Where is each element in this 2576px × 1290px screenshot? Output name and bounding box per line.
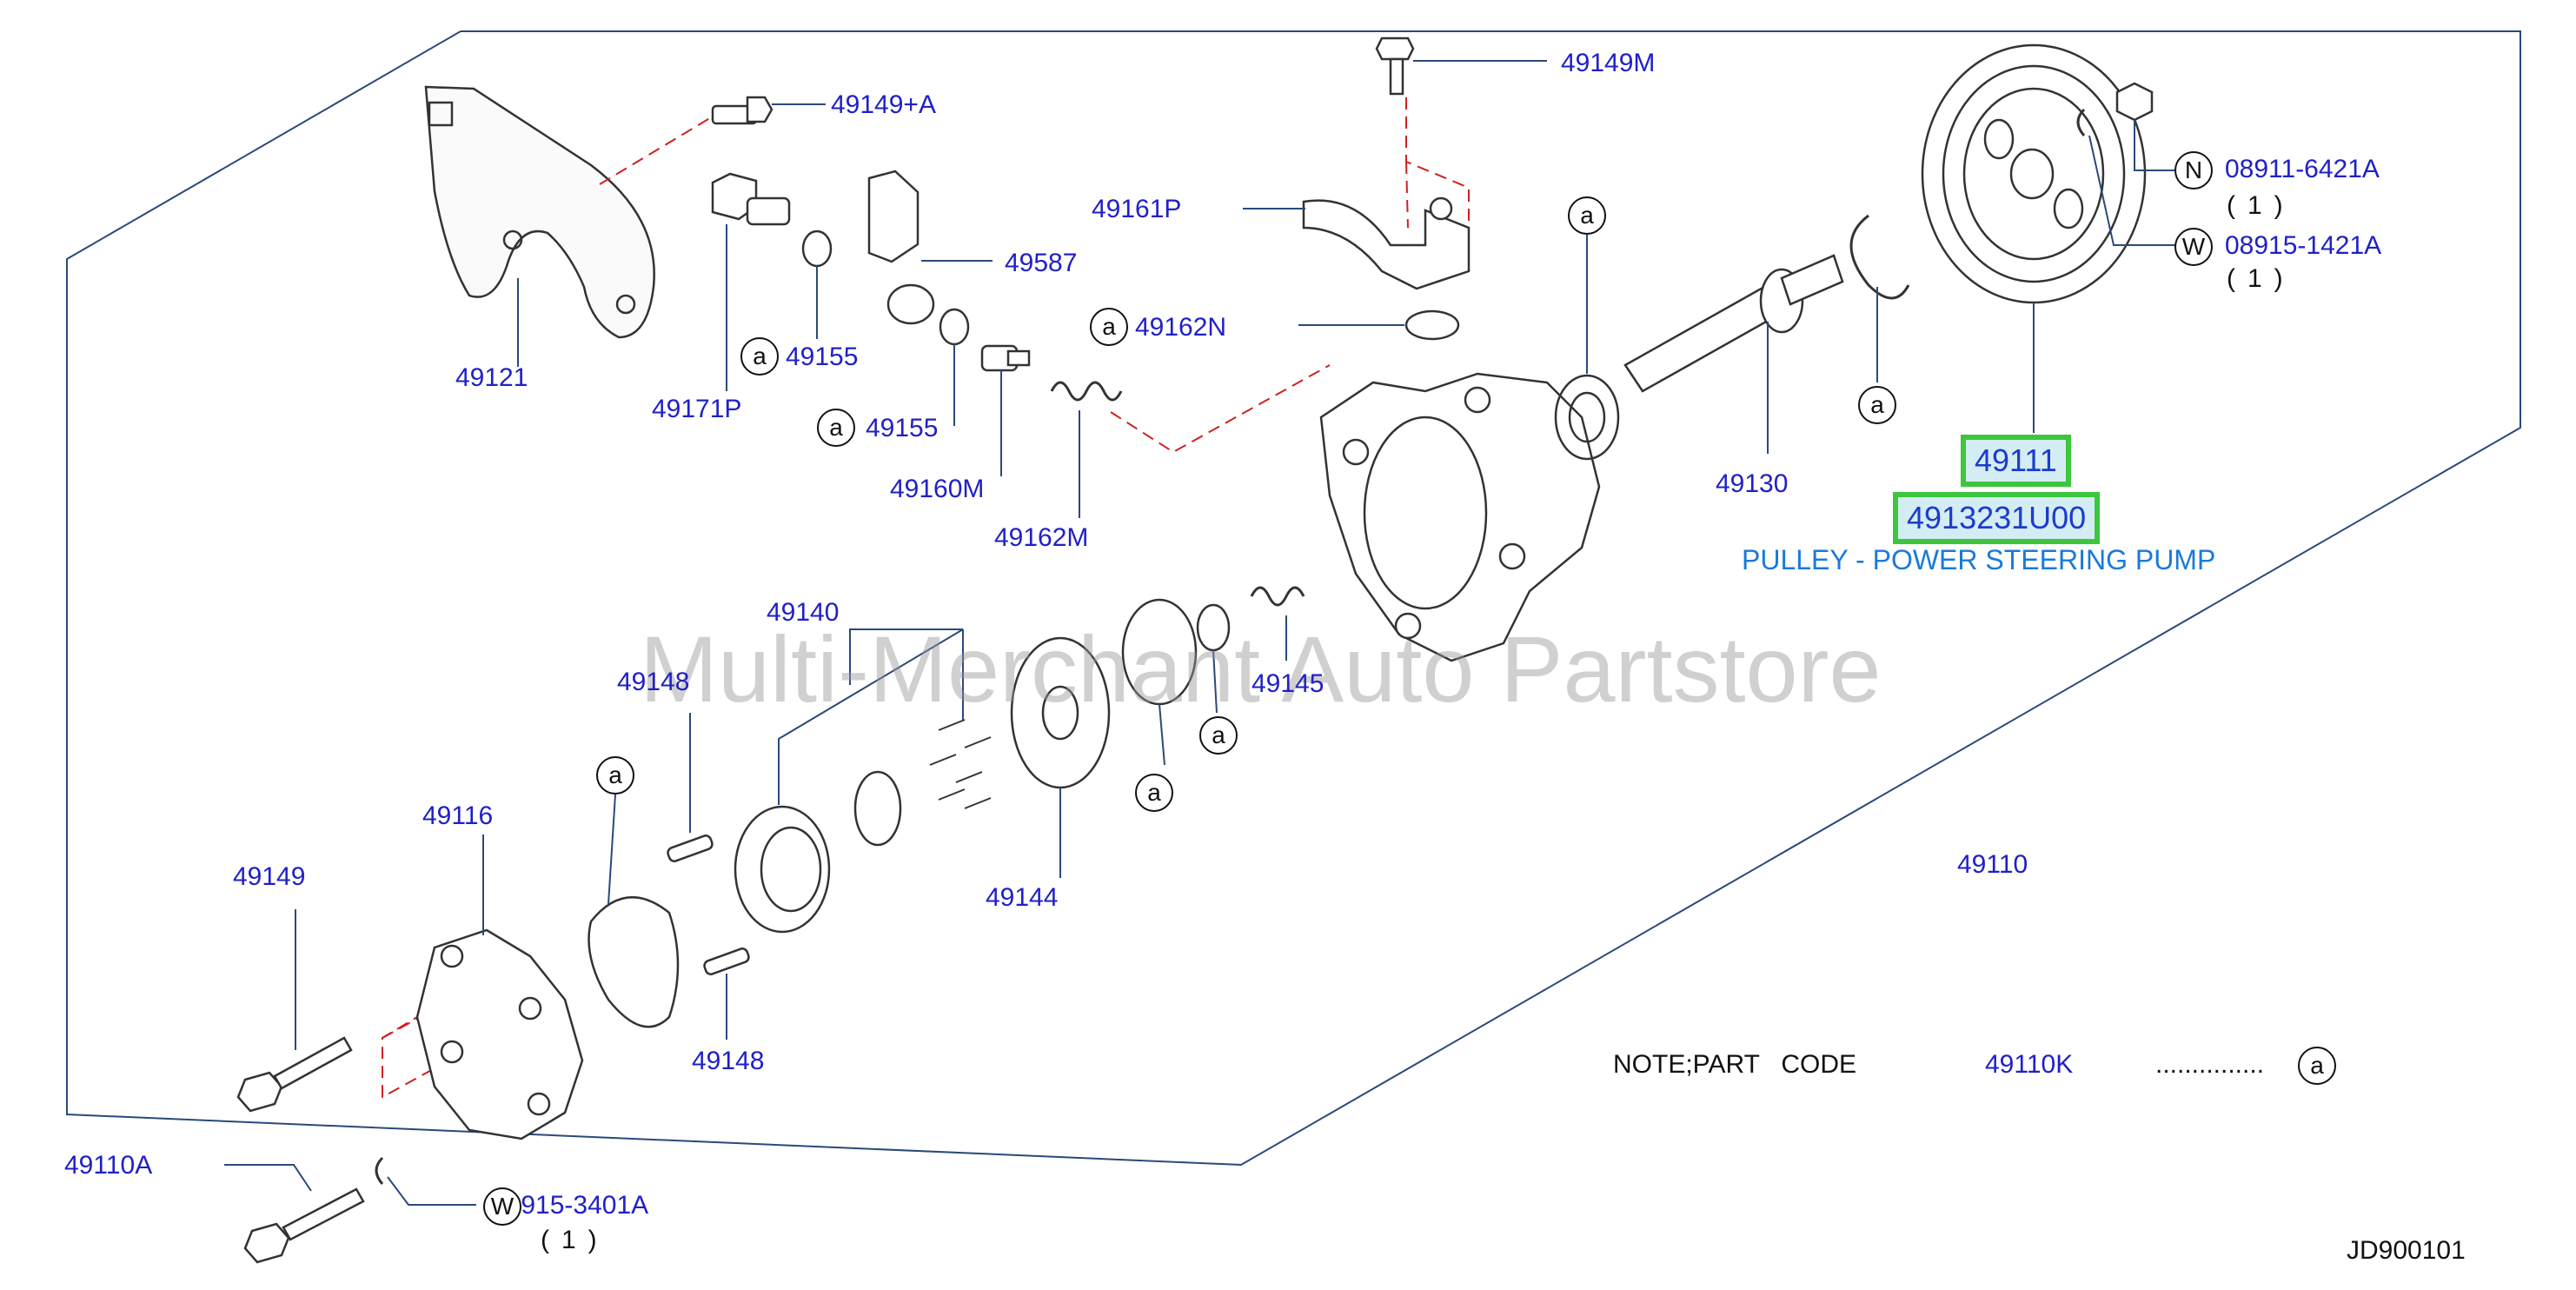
label-49155-top[interactable]: 49155 <box>786 342 859 371</box>
bracket-49121-drawing <box>424 85 655 339</box>
label-49121[interactable]: 49121 <box>455 363 528 392</box>
label-49145[interactable]: 49145 <box>1251 669 1325 698</box>
symbol-n-nut: N <box>2174 151 2213 190</box>
highlight-part-49111[interactable]: 49111 <box>1961 435 2071 487</box>
label-49162n[interactable]: 49162N <box>1135 313 1227 342</box>
label-49161p[interactable]: 49161P <box>1092 195 1182 223</box>
diagram-code: JD900101 <box>2347 1236 2466 1265</box>
union-bolt-drawing <box>711 172 791 226</box>
note-text: NOTE;PART CODE <box>1613 1050 1857 1079</box>
pulley-drawing <box>1921 43 2147 304</box>
rear-cover-drawing <box>415 928 584 1140</box>
label-49110[interactable]: 49110 <box>1957 850 2028 879</box>
label-49171p[interactable]: 49171P <box>652 395 742 423</box>
vanes-drawing <box>929 719 992 809</box>
rotor-drawing <box>853 770 902 847</box>
label-08911-6421a[interactable]: 08911-6421A <box>2225 155 2380 183</box>
symbol-w-washer-bottom: W <box>483 1187 521 1226</box>
qty-08915-1421a: (1) <box>2227 264 2295 293</box>
bolt-49149m-drawing <box>1375 37 1415 96</box>
connector-49587-drawing <box>867 170 935 325</box>
pump-body-drawing <box>1319 372 1601 662</box>
symbol-w-washer-top: W <box>2174 228 2213 266</box>
symbol-a-seal: a <box>1568 196 1606 235</box>
note-symbol-a: a <box>2298 1047 2336 1085</box>
symbol-a-oring-large: a <box>1135 774 1173 812</box>
bolt-49149a-drawing <box>711 96 773 125</box>
pipe-49161p-drawing <box>1302 196 1471 290</box>
label-49140[interactable]: 49140 <box>767 598 840 627</box>
part-description: PULLEY - POWER STEERING PUMP <box>1742 544 2216 575</box>
note-dots: ............... <box>2155 1050 2265 1079</box>
label-49162m[interactable]: 49162M <box>994 523 1089 552</box>
symbol-a-snap-ring: a <box>1858 386 1896 424</box>
assembly-outline <box>66 30 2521 1167</box>
note-code[interactable]: 49110K <box>1985 1050 2074 1079</box>
label-49587[interactable]: 49587 <box>1005 249 1078 277</box>
shaft-drawing <box>1623 254 1844 393</box>
bolt-49149-drawing <box>236 1036 353 1113</box>
label-49148-top[interactable]: 49148 <box>617 668 690 696</box>
symbol-a-oring-small: a <box>1199 716 1238 755</box>
valve-drawing <box>980 344 1031 372</box>
label-49149m[interactable]: 49149M <box>1561 49 1656 77</box>
label-49149a[interactable]: 49149+A <box>831 90 936 119</box>
cam-ring-drawing <box>734 805 831 934</box>
watermark: Multi-Merchant Auto Partstore <box>640 616 1882 721</box>
dashed-leaders <box>382 97 1470 1099</box>
symbol-a-49155-bottom: a <box>817 409 855 447</box>
symbol-a-49155-top: a <box>740 337 779 376</box>
label-49116[interactable]: 49116 <box>422 801 494 830</box>
symbol-a-gasket: a <box>596 756 634 795</box>
label-49149[interactable]: 49149 <box>233 862 306 891</box>
label-49110a[interactable]: 49110A <box>64 1151 153 1180</box>
label-49160m[interactable]: 49160M <box>890 475 985 503</box>
symbol-a-49162n: a <box>1090 308 1128 346</box>
label-49148-bottom[interactable]: 49148 <box>692 1047 765 1075</box>
label-08915-1421a[interactable]: 08915-1421A <box>2225 231 2382 260</box>
bolt-49110a-drawing <box>243 1187 365 1264</box>
highlight-part-number[interactable]: 4913231U00 <box>1893 492 2101 544</box>
label-49144[interactable]: 49144 <box>986 883 1059 912</box>
qty-08915-3401a: (1) <box>541 1226 609 1254</box>
label-49130[interactable]: 49130 <box>1716 469 1789 498</box>
qty-08911: (1) <box>2227 191 2295 220</box>
label-49155-bottom[interactable]: 49155 <box>866 414 939 442</box>
